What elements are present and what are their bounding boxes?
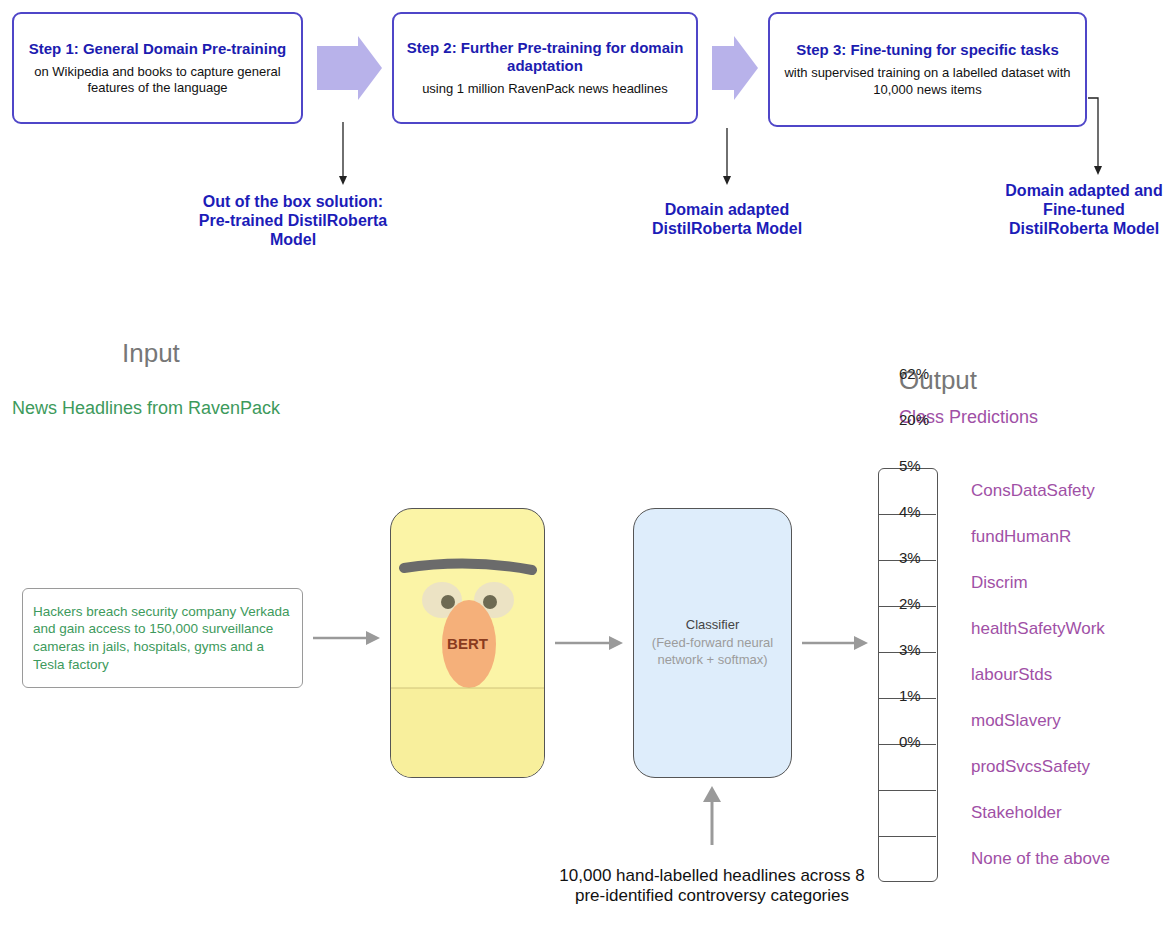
block-arrow	[317, 36, 382, 100]
output-cell: 0%None of the above	[879, 836, 936, 882]
label-text: Domain adapted and Fine-tuned DistilRobe…	[1003, 181, 1165, 239]
step-box: Step 1: General Domain Pre-training on Wi…	[12, 12, 303, 124]
up-arrow	[711, 800, 714, 845]
output-column: OutputClass Predictions62%ConsDataSafety…	[878, 468, 938, 882]
arrow-line	[802, 642, 856, 645]
leader-line	[1088, 98, 1098, 168]
block-arrow	[712, 36, 758, 100]
node-subtext: ConsDataSafety	[971, 481, 1095, 501]
node-subtext: with supervised training on a labelled d…	[782, 65, 1073, 98]
node-text: 0%	[899, 733, 921, 750]
arrow-head	[609, 636, 623, 650]
pupil	[483, 595, 497, 609]
node-subtext: modSlavery	[971, 711, 1061, 731]
input-box: Hackers breach security company Verkada …	[22, 588, 303, 688]
label-text: Input	[122, 338, 282, 369]
node-text: 3%	[899, 641, 921, 658]
node-subtext: using 1 million RavenPack news headlines	[406, 81, 684, 97]
node-text: Classifier	[686, 617, 739, 632]
arrow-head	[854, 636, 868, 650]
node-subtext: None of the above	[971, 849, 1110, 869]
node-subtext: on Wikipedia and books to capture genera…	[26, 64, 289, 97]
eyebrows	[404, 563, 532, 570]
arrow-head	[723, 176, 731, 185]
bert-model: BERT	[390, 508, 545, 778]
node-text: 3%	[899, 549, 921, 566]
leader-line	[342, 122, 343, 178]
node-text: 2%	[899, 595, 921, 612]
flow-arrow	[802, 636, 868, 650]
node-subtext: healthSafetyWork	[971, 619, 1105, 639]
label-text: Domain adapted DistilRoberta Model	[632, 200, 822, 238]
node-text: 62%	[899, 365, 929, 382]
chin	[390, 688, 545, 778]
node-text: 5%	[899, 457, 921, 474]
label-text: Out of the box solution: Pre-trained Dis…	[198, 192, 388, 250]
arrow-head	[339, 176, 347, 185]
node-text: Step 1: General Domain Pre-training	[26, 40, 289, 58]
node-text: 1%	[899, 687, 921, 704]
node-text: BERT	[391, 635, 544, 652]
node-subtext: prodSvcsSafety	[971, 757, 1090, 777]
leader-line	[726, 128, 727, 178]
flow-arrow	[555, 636, 623, 650]
leader-heads	[339, 166, 1102, 185]
arrow-head	[703, 786, 721, 802]
output-cell: 3%prodSvcsSafety	[879, 744, 936, 790]
flow-arrow	[313, 631, 380, 645]
arrow-head	[366, 631, 380, 645]
label-text: 10,000 hand-labelled headlines across 8 …	[557, 866, 867, 907]
label-text: News Headlines from RavenPack	[12, 398, 372, 419]
node-text: Step 3: Fine-tuning for specific tasks	[782, 41, 1073, 59]
step-box: Step 2: Further Pre-training for domain …	[392, 12, 698, 124]
classifier-box: Classifier (Feed-forward neural network +…	[633, 508, 792, 778]
node-subtext: fundHumanR	[971, 527, 1071, 547]
node-text: 20%	[899, 411, 929, 428]
arrow-head	[1094, 166, 1102, 175]
node-text: Step 2: Further Pre-training for domain …	[406, 39, 684, 75]
step-box: Step 3: Fine-tuning for specific tasks wi…	[768, 12, 1087, 127]
node-subtext: Stakeholder	[971, 803, 1062, 823]
mouth-line	[390, 687, 545, 688]
arrow-shape	[712, 36, 758, 100]
node-text: Hackers breach security company Verkada …	[33, 603, 292, 673]
node-text: 4%	[899, 503, 921, 520]
arrow-line	[313, 637, 368, 640]
node-subtext: Discrim	[971, 573, 1028, 593]
node-subtext: labourStds	[971, 665, 1052, 685]
node-subtext: (Feed-forward neural network + softmax)	[642, 635, 783, 669]
arrow-shape	[317, 36, 382, 100]
output-cell: 1%Stakeholder	[879, 790, 936, 836]
arrow-line	[555, 642, 611, 645]
pupil	[441, 595, 455, 609]
